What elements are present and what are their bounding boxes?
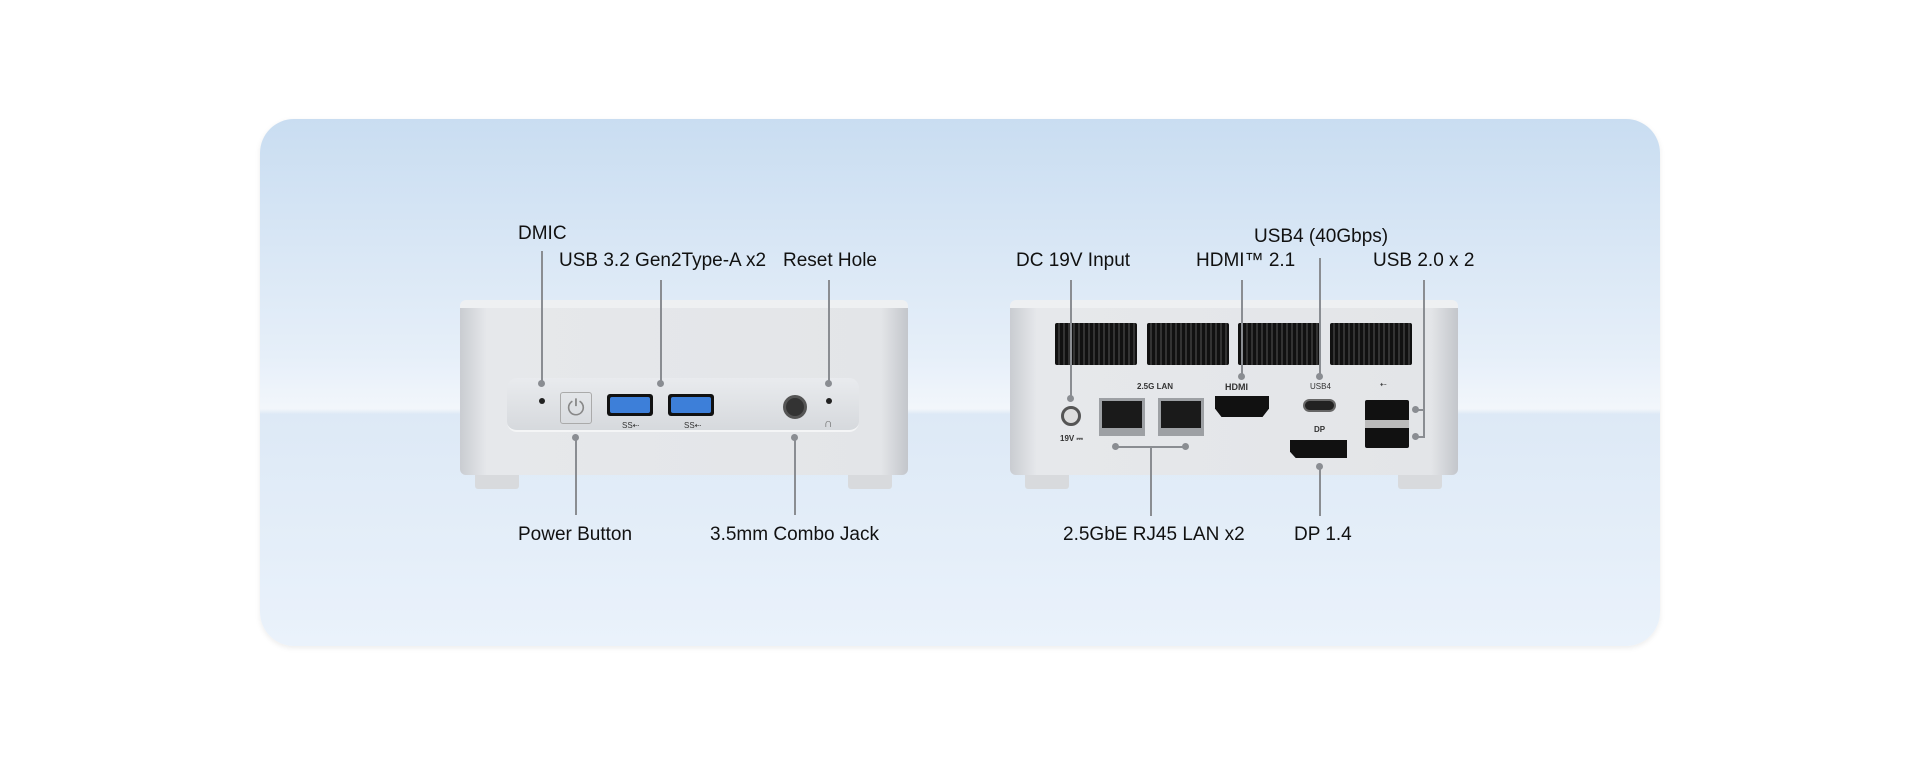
power-icon: ⏻ — [560, 392, 592, 424]
vent — [1055, 323, 1137, 365]
callout-line — [794, 437, 796, 515]
callout-line — [1319, 258, 1321, 376]
reset-hole — [826, 398, 832, 404]
usb-c-port — [1303, 399, 1336, 412]
usb-a-port — [607, 394, 653, 416]
audio-jack — [783, 395, 807, 419]
callout-branch — [1414, 409, 1425, 411]
usb4-marking: USB4 — [1310, 382, 1331, 391]
label-usb4: USB4 (40Gbps) — [1254, 226, 1389, 247]
dp-marking: DP — [1314, 425, 1326, 434]
callout-branch — [1414, 436, 1425, 438]
callout-dot — [538, 380, 545, 387]
dc-jack — [1061, 406, 1081, 426]
device-foot — [848, 475, 892, 489]
hdmi-port — [1215, 396, 1269, 417]
callout-dot — [572, 434, 579, 441]
rj45-port — [1158, 398, 1204, 436]
label-dp: DP 1.4 — [1294, 524, 1352, 545]
dc-marking: 19V ⎓ — [1060, 434, 1083, 443]
label-dc-input: DC 19V Input — [1016, 250, 1131, 271]
callout-line — [1423, 280, 1425, 437]
ss-usb-marking: SS⇠ — [622, 421, 640, 430]
callout-dot — [825, 380, 832, 387]
callout-dot — [1112, 443, 1119, 450]
callout-dot — [1412, 433, 1419, 440]
lan-marking: 2.5G LAN — [1137, 382, 1174, 391]
device-foot — [1398, 475, 1442, 489]
callout-line — [1319, 466, 1321, 516]
displayport-port — [1290, 440, 1347, 458]
headphone-icon: ∩ — [824, 416, 833, 430]
rj45-port — [1099, 398, 1145, 436]
callout-line — [828, 280, 830, 384]
usb-icon: ⇠ — [1380, 380, 1387, 389]
label-usb20: USB 2.0 x 2 — [1373, 250, 1475, 271]
callout-line — [1241, 280, 1243, 376]
usb-2-ports — [1365, 400, 1409, 448]
callout-dot — [1067, 395, 1074, 402]
ss-usb-marking: SS⇠ — [684, 421, 702, 430]
callout-dot — [1182, 443, 1189, 450]
vent — [1147, 323, 1229, 365]
hdmi-marking: HDMI — [1225, 382, 1248, 392]
dmic-hole — [539, 398, 545, 404]
device-foot — [1025, 475, 1069, 489]
label-power-button: Power Button — [518, 524, 633, 545]
callout-dot — [791, 434, 798, 441]
callout-line — [1070, 280, 1072, 398]
callout-dot — [1316, 373, 1323, 380]
vent — [1238, 323, 1320, 365]
callout-dot — [1238, 373, 1245, 380]
callout-line — [1150, 446, 1152, 516]
label-reset-hole: Reset Hole — [783, 250, 877, 271]
label-lan: 2.5GbE RJ45 LAN x2 — [1063, 524, 1245, 545]
label-dmic: DMIC — [518, 223, 567, 244]
callout-line — [575, 437, 577, 515]
device-foot — [475, 475, 519, 489]
callout-dot — [1412, 406, 1419, 413]
callout-line — [541, 251, 543, 383]
label-usb32: USB 3.2 Gen2Type-A x2 — [559, 250, 767, 271]
callout-line — [660, 280, 662, 384]
callout-dot — [657, 380, 664, 387]
usb-a-port — [668, 394, 714, 416]
vent — [1330, 323, 1412, 365]
label-hdmi: HDMI™ 2.1 — [1196, 250, 1296, 271]
callout-dot — [1316, 463, 1323, 470]
label-combo-jack: 3.5mm Combo Jack — [710, 524, 879, 545]
